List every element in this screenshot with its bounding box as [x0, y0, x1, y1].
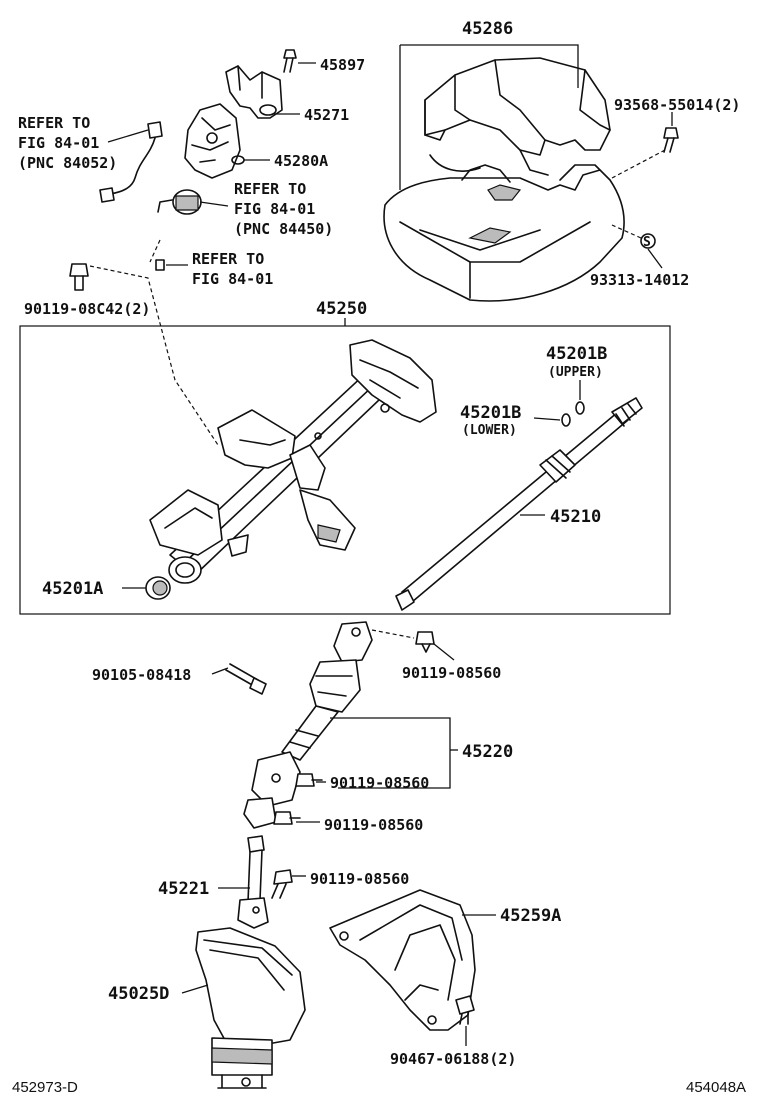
label-90119-b: 90119-08560: [330, 774, 429, 792]
label-93313: 93313-14012: [590, 271, 689, 289]
screw-90119-08C42: [69, 263, 89, 291]
refer1-line2: FIG 84-01: [18, 134, 99, 152]
clip-90467: [455, 995, 475, 1025]
label-45286: 45286: [462, 19, 513, 39]
leader-93313: [647, 248, 663, 269]
refer3-line2: FIG 84-01: [192, 270, 273, 288]
dash-small: [149, 239, 161, 263]
bracket-45271: [225, 65, 283, 119]
label-45259A: 45259A: [500, 906, 561, 926]
ring-45201B-upper: [575, 401, 585, 415]
assembly-frame-45250: [19, 325, 671, 615]
bolt-45897: [283, 49, 297, 73]
label-45201A: 45201A: [42, 579, 103, 599]
label-45250: 45250: [316, 299, 367, 319]
s-symbol: S: [643, 235, 651, 250]
lock-45280A: [184, 103, 245, 179]
intermediate-shaft-45220: [243, 621, 373, 829]
label-93568: 93568-55014(2): [614, 96, 740, 114]
leader-84052: [107, 129, 149, 143]
leader-45220: [330, 717, 451, 789]
column-cover-45286: [383, 57, 625, 302]
coil-84450: [157, 189, 202, 215]
label-45025D: 45025D: [108, 984, 169, 1004]
label-45271: 45271: [304, 106, 349, 124]
footer-left-code: 452973-D: [12, 1079, 78, 1096]
refer2-line2: FIG 84-01: [234, 200, 315, 218]
refer1-line3: (PNC 84052): [18, 154, 117, 172]
boot-45025D: [195, 927, 306, 1089]
leader-45201B-lower: [533, 417, 561, 421]
leader-84450: [199, 201, 229, 207]
label-45280A: 45280A: [274, 152, 328, 170]
label-90105: 90105-08418: [92, 666, 191, 684]
dash-93568: [611, 149, 666, 179]
label-90119-c: 90119-08560: [324, 816, 423, 834]
label-lower-note: (LOWER): [462, 423, 517, 438]
lower-shaft-45221: [237, 835, 269, 929]
steering-column-45250: [149, 339, 437, 584]
dash-90119-a: [371, 629, 415, 639]
label-45201B-lower: 45201B: [460, 403, 521, 423]
label-upper-note: (UPPER): [548, 365, 603, 380]
bolt-90119-c: [273, 811, 301, 825]
label-45221: 45221: [158, 879, 209, 899]
leader-45286: [400, 44, 579, 88]
cap-45201A: [145, 576, 171, 600]
footer-right-code: 454048A: [686, 1079, 746, 1096]
label-45897: 45897: [320, 56, 365, 74]
shaft-45210: [395, 397, 643, 611]
label-45201B-upper: 45201B: [546, 344, 607, 364]
screw-refer3: [155, 259, 165, 271]
dash-column: [89, 265, 219, 446]
label-90119-08C42: 90119-08C42(2): [24, 300, 150, 318]
dash-93313: [611, 224, 642, 239]
label-90119-d: 90119-08560: [310, 870, 409, 888]
bolt-90105: [225, 663, 267, 695]
bolt-90119-d: [271, 869, 293, 899]
bolt-90119-b: [295, 773, 323, 787]
refer1-line1: REFER TO: [18, 114, 90, 132]
refer3-line1: REFER TO: [192, 250, 264, 268]
label-45210: 45210: [550, 507, 601, 527]
bolt-90119-a: [415, 631, 435, 653]
screw-93568: [663, 127, 679, 153]
cover-45259A: [329, 889, 476, 1031]
leader-45025D: [181, 984, 209, 994]
ring-45201B-lower: [561, 413, 571, 427]
label-45220: 45220: [462, 742, 513, 762]
refer2-line3: (PNC 84450): [234, 220, 333, 238]
refer2-line1: REFER TO: [234, 180, 306, 198]
s-symbol-circle: [640, 233, 656, 249]
leader-90119-a: [433, 643, 455, 661]
label-90467: 90467-06188(2): [390, 1050, 516, 1068]
leader-90105: [211, 667, 229, 675]
switch-84052: [99, 121, 163, 203]
label-90119-a: 90119-08560: [402, 664, 501, 682]
